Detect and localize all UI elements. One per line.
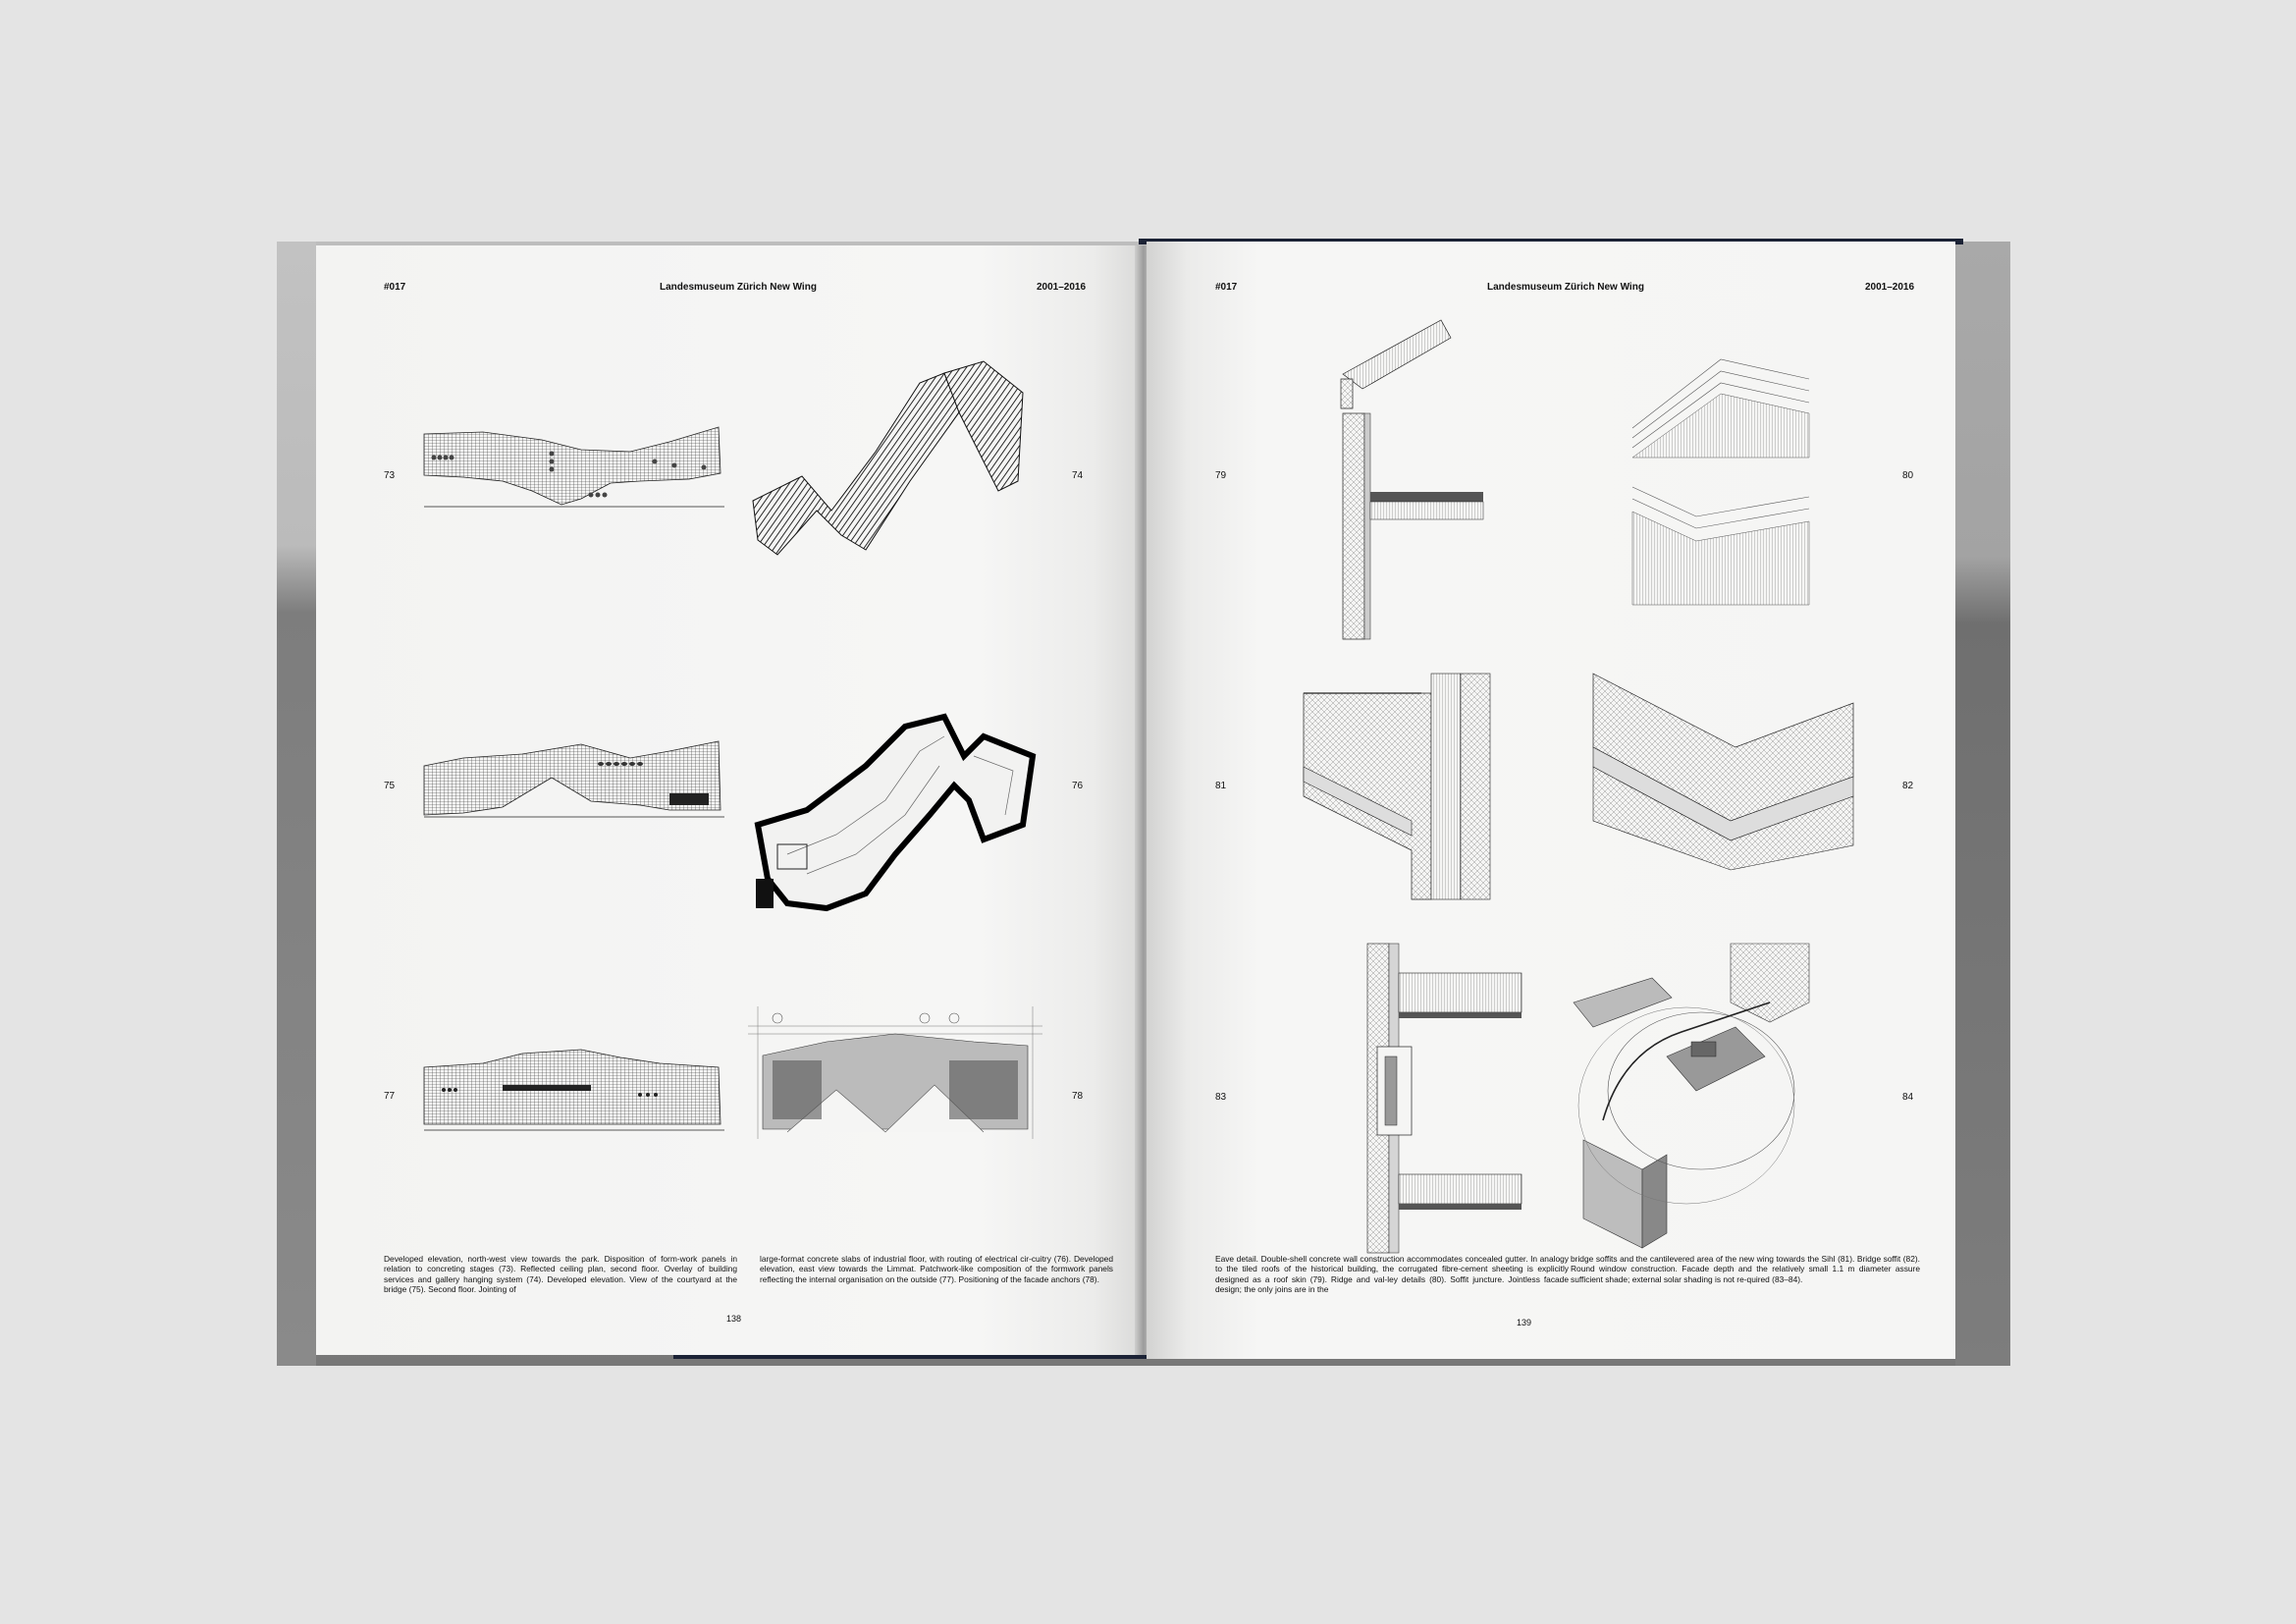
figure-75-elevation-drawing <box>423 740 724 818</box>
caption-column-2: large-format concrete slabs of industria… <box>760 1254 1113 1284</box>
project-number: #017 <box>384 282 406 293</box>
figure-77-elevation-drawing <box>423 1049 724 1131</box>
figure-number-82: 82 <box>1902 781 1914 791</box>
figure-78-facade-anchors-drawing <box>748 1006 1042 1139</box>
page-number: 138 <box>726 1314 742 1324</box>
cover-edge-left <box>277 242 316 1366</box>
figure-76-floor-plan-drawing <box>754 713 1037 912</box>
figure-number-80: 80 <box>1902 470 1914 481</box>
project-title: Landesmuseum Zürich New Wing <box>660 282 817 293</box>
figure-number-79: 79 <box>1215 470 1227 481</box>
figure-number-81: 81 <box>1215 781 1227 791</box>
figure-83-window-section-drawing <box>1366 943 1522 1254</box>
figure-number-76: 76 <box>1072 781 1084 791</box>
caption-column-1: Developed elevation, north-west view tow… <box>384 1254 737 1295</box>
figure-number-78: 78 <box>1072 1091 1084 1102</box>
figure-number-74: 74 <box>1072 470 1084 481</box>
blue-page-edge-bottom <box>673 1353 1616 1359</box>
figure-number-75: 75 <box>384 781 396 791</box>
cover-edge-right <box>1955 242 2010 1366</box>
left-page: #017 Landesmuseum Zürich New Wing 2001–2… <box>316 245 1143 1355</box>
caption-column-2: bridge soffits and the cantilevered area… <box>1571 1254 1920 1284</box>
figure-82-bridge-soffit-drawing <box>1592 673 1854 871</box>
right-page: #017 Landesmuseum Zürich New Wing 2001–2… <box>1147 242 1955 1359</box>
caption-column-1: Eave detail. Double-shell concrete wall … <box>1215 1254 1569 1295</box>
project-number: #017 <box>1215 282 1238 293</box>
figure-80-ridge-valley-drawing <box>1631 358 1810 606</box>
figure-number-83: 83 <box>1215 1092 1227 1103</box>
figure-number-84: 84 <box>1902 1092 1914 1103</box>
figure-79-eave-detail-drawing <box>1340 319 1484 640</box>
project-title: Landesmuseum Zürich New Wing <box>1487 282 1644 293</box>
figure-84-round-window-axonometric <box>1573 943 1810 1249</box>
project-years: 2001–2016 <box>1037 282 1087 293</box>
figure-number-73: 73 <box>384 470 396 481</box>
page-number: 139 <box>1517 1318 1532 1327</box>
figure-73-elevation-drawing <box>423 426 724 508</box>
project-years: 2001–2016 <box>1865 282 1915 293</box>
figure-74-ceiling-plan-drawing <box>752 360 1024 556</box>
figure-number-77: 77 <box>384 1091 396 1102</box>
figure-81-soffit-juncture-drawing <box>1303 673 1491 900</box>
